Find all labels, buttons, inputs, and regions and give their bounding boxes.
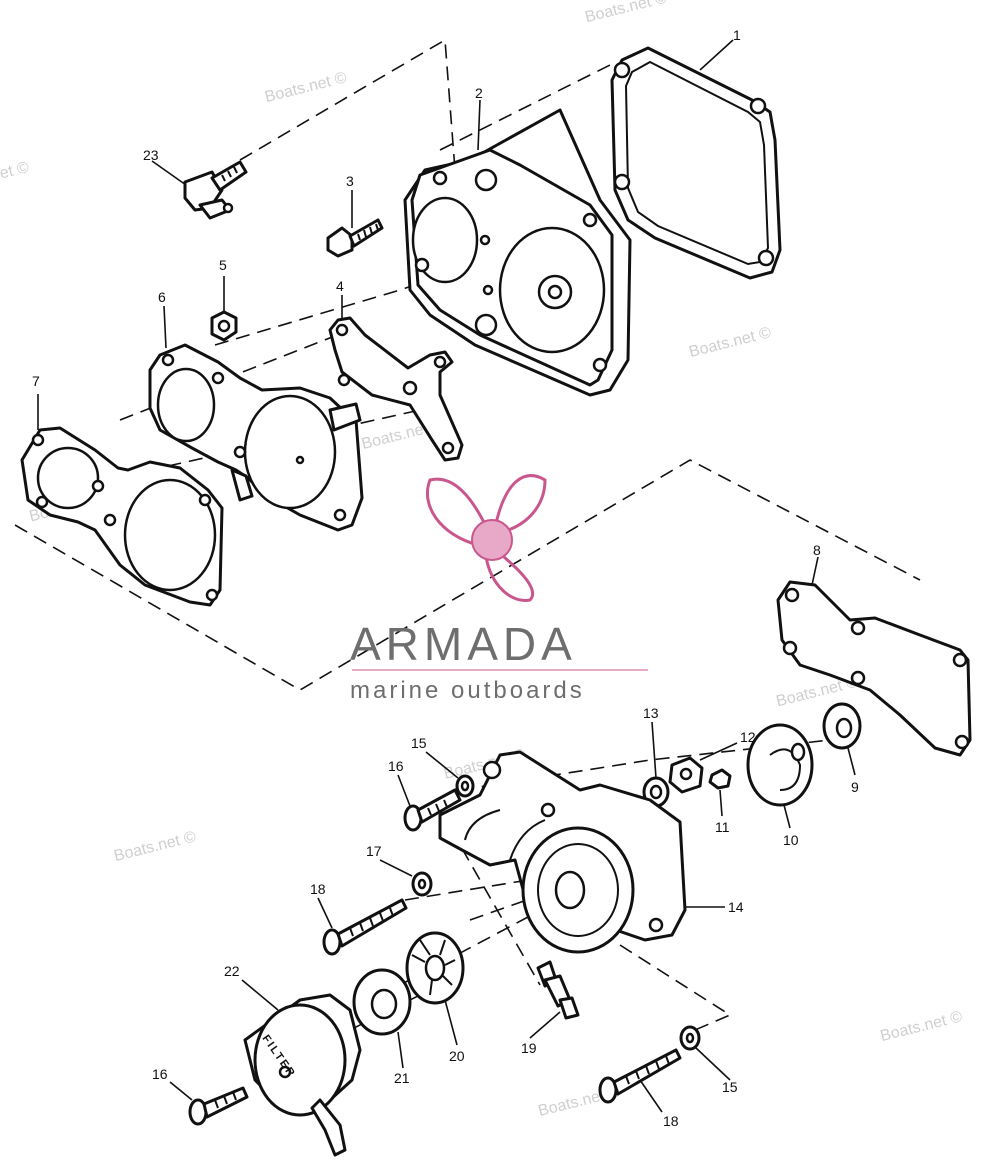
part-19-barb-fitting [536,960,580,1020]
callout-10: 10 [783,832,799,848]
watermark: Boats.net © [0,159,31,196]
callout-7: 7 [32,373,40,389]
part-8-gasket [776,580,972,757]
part-10-diaphragm [746,723,814,807]
callout-1: 1 [733,27,741,43]
watermark: Boats.net © [879,1008,965,1045]
callout-4: 4 [336,278,344,294]
callout-8: 8 [813,542,821,558]
callout-21: 21 [394,1070,410,1086]
callout-15-lower: 15 [722,1079,738,1095]
callout-18: 18 [310,881,326,897]
part-23-elbow-fitting [183,160,248,220]
callouts: 1 2 3 4 5 6 7 8 9 10 11 12 13 14 15 16 1… [32,27,859,1129]
part-3-hex-bolt [326,218,384,258]
callout-15: 15 [411,735,427,751]
callout-2: 2 [475,85,483,101]
part-16-screw-lower [188,1086,249,1126]
part-9-washer [822,702,862,750]
part-5-hex-nut [210,310,238,342]
callout-16-lower: 16 [152,1066,168,1082]
watermark: Boats.net © [583,0,669,26]
callout-23: 23 [143,147,159,163]
part-22-filter-cover: FILTER [243,993,362,1157]
propeller-icon [425,474,547,602]
part-12-fitting [668,756,704,794]
leader-lines [37,39,856,1113]
part-1-gasket [610,46,782,280]
logo-tagline: marine outboards [350,677,585,704]
part-4-bracket-plate [328,316,464,462]
part-15-lock-washer [455,774,475,798]
part-2-cover-plate [403,108,632,397]
callout-20: 20 [449,1048,465,1064]
watermark: Boats.net © [112,828,198,865]
part-17-lock-washer [411,871,433,897]
callout-19: 19 [521,1040,537,1056]
part-6-pump-body [148,343,364,532]
callout-17: 17 [366,843,382,859]
part-11-small-screw [708,768,732,790]
callout-5: 5 [219,257,227,273]
callout-6: 6 [158,289,166,305]
callout-18-lower: 18 [663,1113,679,1129]
watermark: Boats.net © [687,324,773,361]
callout-13: 13 [643,705,659,721]
callout-9: 9 [851,779,859,795]
part-20-filter-screen [405,931,465,1005]
part-18-long-screw-lower [598,1048,682,1104]
part-15-lock-washer-lower [679,1025,701,1051]
callout-11: 11 [715,819,730,835]
callout-16: 16 [388,758,404,774]
callout-12: 12 [740,729,756,745]
part-7-gasket [20,426,224,607]
callout-14: 14 [728,899,744,915]
armada-logo: ARMADA marine outboards [350,474,648,704]
part-18-long-screw [322,898,408,956]
callout-3: 3 [346,173,354,189]
callout-22: 22 [224,963,240,979]
part-14-pump-housing [438,750,687,954]
logo-brand: ARMADA [350,618,577,670]
watermark: Boats.net © [263,69,349,106]
part-16-screw [403,788,462,832]
part-21-gasket-ring [352,968,412,1036]
